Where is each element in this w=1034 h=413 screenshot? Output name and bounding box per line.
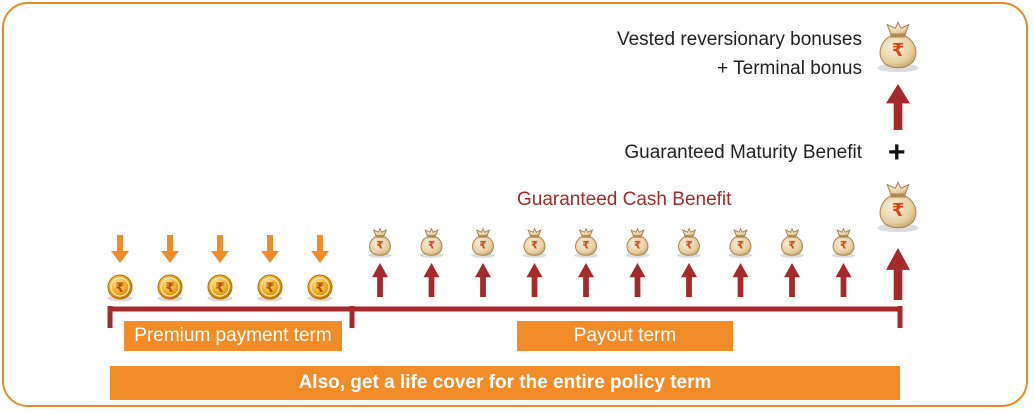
money-bag-icon: ₹ (471, 227, 495, 258)
premium-payments: ₹ ₹ ₹ ₹ ₹ (107, 235, 333, 302)
svg-text:₹: ₹ (634, 239, 641, 251)
money-bag-icon: ₹ (728, 227, 753, 258)
rupee-coin-icon: ₹ (307, 274, 333, 302)
maturity-stack: ₹₹ (877, 20, 919, 300)
cash-payout: ₹ (471, 227, 495, 297)
svg-text:₹: ₹ (892, 200, 905, 221)
up-arrow-icon (732, 263, 749, 297)
money-bag-icon: ₹ (419, 227, 444, 258)
maturity-benefit-label: Guaranteed Maturity Benefit (624, 142, 862, 163)
cash-payout: ₹ (419, 227, 444, 297)
svg-text:₹: ₹ (788, 239, 795, 251)
svg-text:₹: ₹ (685, 239, 692, 251)
up-arrow-icon (372, 263, 388, 297)
svg-text:₹: ₹ (737, 239, 744, 251)
up-arrow-icon (526, 263, 543, 297)
terminal-bonus-label: + Terminal bonus (717, 58, 862, 79)
svg-text:₹: ₹ (376, 239, 383, 251)
cash-payout: ₹ (728, 227, 753, 297)
svg-text:₹: ₹ (165, 281, 174, 296)
money-bag-icon: ₹ (625, 227, 650, 258)
up-arrow-icon (578, 263, 594, 297)
svg-text:₹: ₹ (265, 281, 274, 296)
premium-payment: ₹ (307, 235, 333, 302)
premium-term-bar: Premium payment term (124, 321, 342, 351)
up-arrow-icon (681, 263, 697, 297)
cash-benefit-label: Guaranteed Cash Benefit (517, 189, 732, 210)
down-arrow-icon (211, 235, 229, 263)
svg-text:₹: ₹ (215, 281, 224, 296)
down-arrow-icon (261, 235, 279, 263)
cash-payout: ₹ (677, 227, 701, 297)
money-bag-icon: ₹ (877, 20, 919, 73)
diagram-frame (2, 2, 1028, 407)
money-bag-icon: ₹ (877, 180, 919, 233)
up-arrow-icon (886, 248, 910, 300)
money-bag-icon: ₹ (522, 227, 547, 258)
up-arrow-icon (835, 263, 852, 297)
svg-text:₹: ₹ (840, 239, 847, 251)
premium-payment: ₹ (157, 235, 183, 302)
premium-payment: ₹ (207, 235, 233, 302)
rupee-coin-icon: ₹ (257, 274, 283, 302)
up-arrow-icon (629, 263, 646, 297)
svg-text:₹: ₹ (892, 40, 905, 61)
cash-payout: ₹ (368, 227, 392, 297)
down-arrow-icon (161, 235, 179, 263)
premium-payment: ₹ (107, 235, 133, 302)
cash-payouts: ₹ ₹ ₹ ₹ ₹ ₹ ₹ ₹ ₹ ₹ (368, 227, 856, 297)
vested-bonus-label: Vested reversionary bonuses (616, 29, 862, 50)
rupee-coin-icon: ₹ (157, 274, 183, 302)
plus-sign: + (888, 136, 906, 169)
money-bag-icon: ₹ (368, 227, 392, 258)
down-arrow-icon (311, 235, 329, 263)
down-arrow-icon (111, 235, 129, 263)
svg-text:₹: ₹ (479, 239, 486, 251)
cash-payout: ₹ (831, 227, 856, 297)
money-bag-icon: ₹ (574, 227, 598, 258)
money-bag-icon: ₹ (780, 227, 804, 258)
svg-text:₹: ₹ (115, 281, 124, 296)
cash-payout: ₹ (522, 227, 547, 297)
up-arrow-icon (886, 84, 910, 130)
cash-payout: ₹ (625, 227, 650, 297)
cash-payout: ₹ (574, 227, 598, 297)
svg-text:₹: ₹ (428, 239, 435, 251)
rupee-coin-icon: ₹ (107, 274, 133, 302)
svg-text:₹: ₹ (315, 281, 324, 296)
money-bag-icon: ₹ (831, 227, 856, 258)
cash-payout: ₹ (780, 227, 804, 297)
timeline-axis (107, 306, 903, 328)
up-arrow-icon (423, 263, 440, 297)
svg-text:₹: ₹ (582, 239, 589, 251)
life-cover-bar: Also, get a life cover for the entire po… (110, 366, 900, 400)
svg-text:₹: ₹ (531, 239, 538, 251)
premium-payment: ₹ (257, 235, 283, 302)
up-arrow-icon (784, 263, 800, 297)
payout-term-bar: Payout term (517, 321, 733, 351)
up-arrow-icon (475, 263, 491, 297)
money-bag-icon: ₹ (677, 227, 701, 258)
rupee-coin-icon: ₹ (207, 274, 233, 302)
